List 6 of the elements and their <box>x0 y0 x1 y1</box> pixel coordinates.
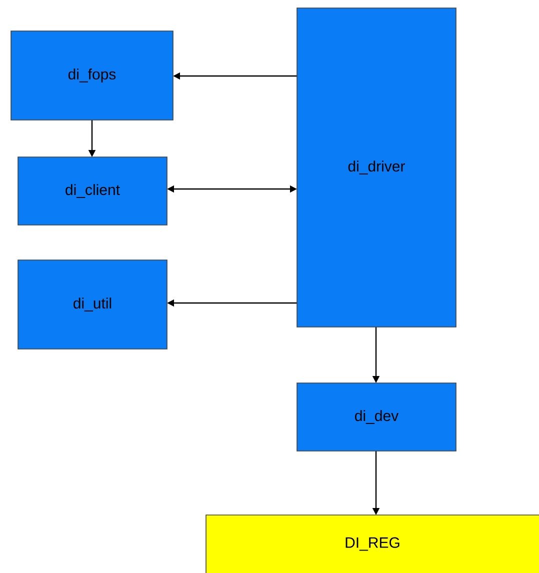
module-box: di_fops <box>10 30 174 120</box>
module-box: DI_REG <box>206 514 539 573</box>
module-box: di_driver <box>296 8 456 328</box>
module-box: di_client <box>18 156 168 226</box>
module-box: di_util <box>18 260 168 350</box>
module-box: di_dev <box>296 382 456 452</box>
